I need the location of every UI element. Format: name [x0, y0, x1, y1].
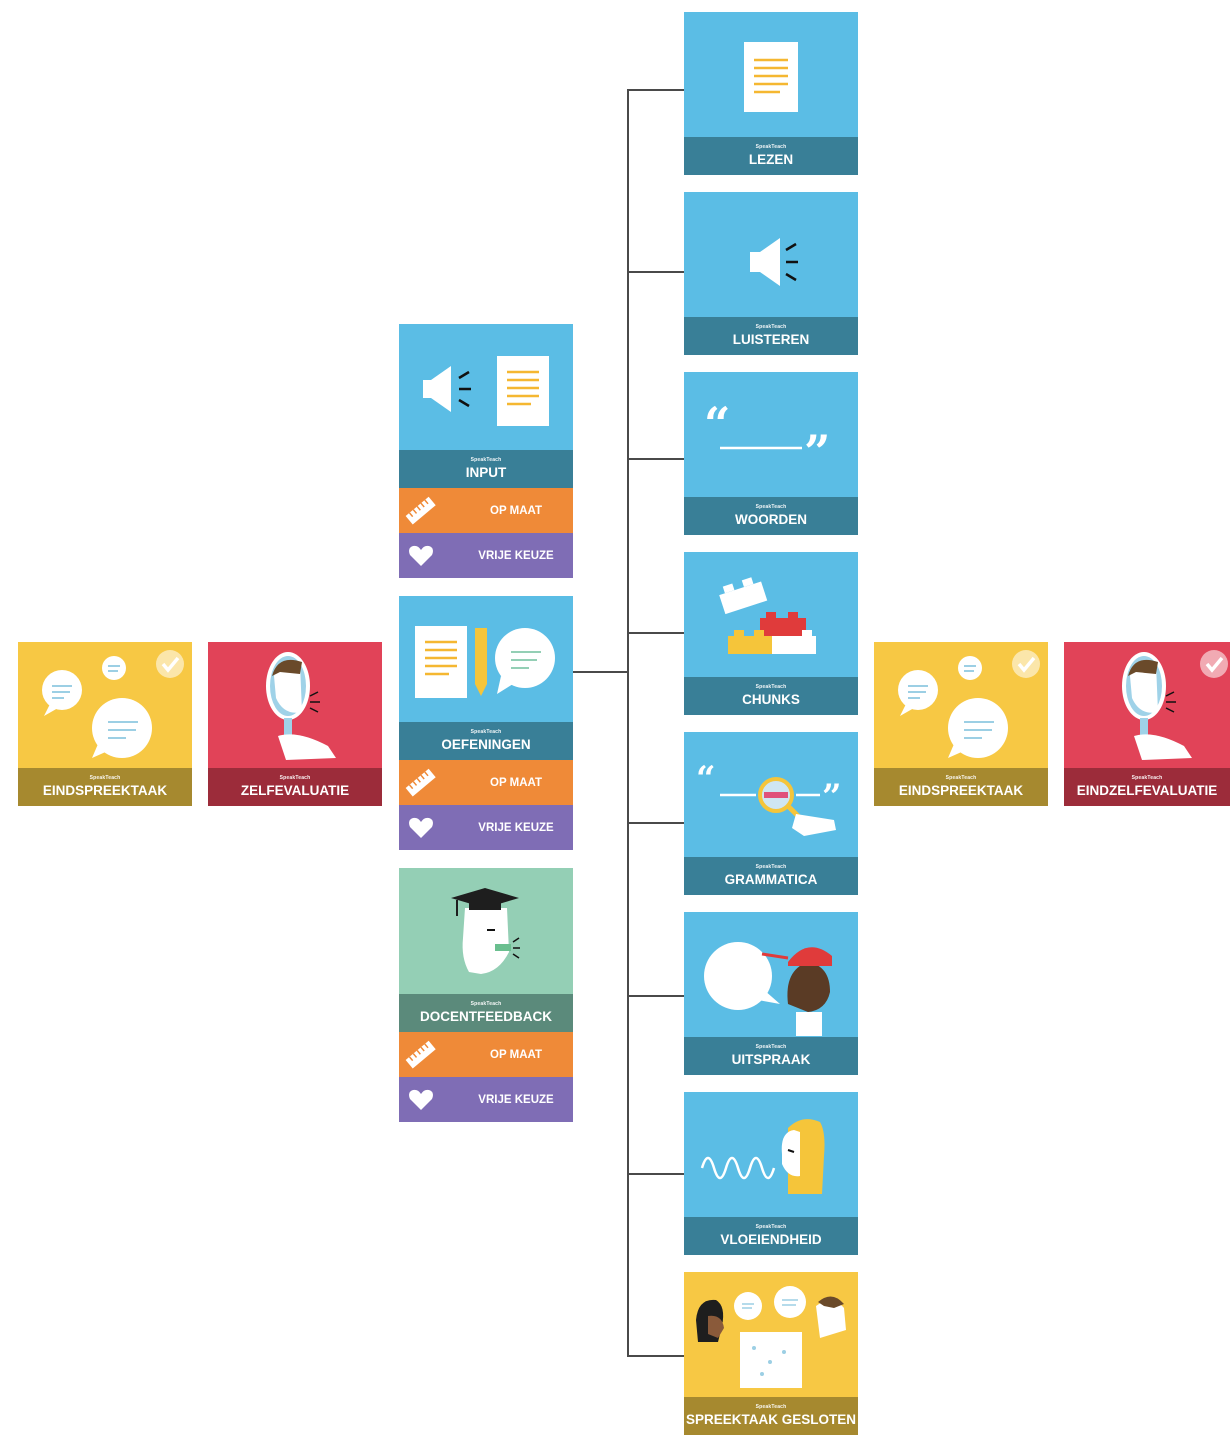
tile-grammatica[interactable]: “ ” SpeakTeach GRAMMATICA — [684, 732, 858, 895]
heart-icon — [409, 545, 433, 566]
tile-label: EINDSPREEKTAAK — [42, 783, 168, 798]
tile-label: INPUT — [465, 465, 507, 480]
speaker-document-icon — [423, 356, 549, 426]
tile-label: ZELFEVALUATIE — [240, 783, 350, 798]
connector-lezen — [627, 89, 684, 91]
speaker-icon — [750, 238, 798, 286]
brand-label: SpeakTeach — [755, 504, 787, 510]
tile-lezen[interactable]: SpeakTeach LEZEN — [684, 12, 858, 175]
option-label: OP MAAT — [490, 504, 542, 517]
check-icon — [1205, 656, 1224, 673]
option-label: VRIJE KEUZE — [478, 821, 554, 834]
connector-spreektaak — [627, 1355, 684, 1357]
connector-luisteren — [627, 271, 684, 273]
tile-label: VLOEIENDHEID — [720, 1232, 822, 1247]
brand-label: SpeakTeach — [755, 324, 787, 330]
magnifier-icon: “ ” — [696, 759, 842, 836]
brand-label: SpeakTeach — [945, 775, 977, 781]
heart-icon — [409, 1089, 433, 1110]
option-label: OP MAAT — [490, 1048, 542, 1061]
tile-label: DOCENTFEEDBACK — [419, 1009, 552, 1024]
mirror-icon — [266, 652, 336, 760]
tile-label: EINDZELFEVALUATIE — [1076, 783, 1218, 798]
tile-label: LEZEN — [748, 152, 794, 167]
ruler-icon — [405, 496, 436, 524]
brand-label: SpeakTeach — [89, 775, 121, 781]
document-icon — [744, 42, 798, 112]
brand-label: SpeakTeach — [279, 775, 311, 781]
brand-label: SpeakTeach — [755, 144, 787, 150]
tile-label: EINDSPREEKTAAK — [898, 783, 1024, 798]
connector-vloeiendheid — [627, 1173, 684, 1175]
tile-eindspreektaak-left[interactable]: SpeakTeach EINDSPREEKTAAK — [18, 642, 192, 806]
brand-label: SpeakTeach — [470, 457, 502, 463]
tile-label: WOORDEN — [735, 512, 807, 527]
tile-eindspreektaak-right[interactable]: SpeakTeach EINDSPREEKTAAK — [874, 642, 1048, 806]
wave-icon — [700, 1119, 825, 1194]
svg-text:“: “ — [696, 759, 716, 799]
option-op-maat[interactable]: OP MAAT — [399, 1032, 573, 1077]
tile-label: SPREEKTAAK GESLOTEN — [685, 1412, 856, 1427]
option-label: VRIJE KEUZE — [478, 1093, 554, 1106]
brand-label: SpeakTeach — [470, 729, 502, 735]
tile-zelfevaluatie[interactable]: SpeakTeach ZELFEVALUATIE — [208, 642, 382, 806]
tile-eindzelfevaluatie[interactable]: SpeakTeach EINDZELFEVALUATIE — [1064, 642, 1230, 806]
tile-label: UITSPRAAK — [731, 1052, 811, 1067]
speaking-person-icon — [704, 942, 832, 1036]
exercise-icon — [415, 626, 555, 698]
speech-bubbles-icon — [898, 650, 1040, 758]
tile-label: GRAMMATICA — [724, 872, 818, 887]
tile-chunks[interactable]: SpeakTeach CHUNKS — [684, 552, 858, 715]
teacher-icon — [451, 888, 520, 974]
tile-vloeiendheid[interactable]: SpeakTeach VLOEIENDHEID — [684, 1092, 858, 1255]
brand-label: SpeakTeach — [755, 864, 787, 870]
tile-oefeningen[interactable]: SpeakTeach OEFENINGEN OP MAAT VRIJE KEUZ… — [399, 596, 573, 850]
option-vrije-keuze[interactable]: VRIJE KEUZE — [399, 533, 573, 578]
connector-main — [573, 671, 628, 673]
option-vrije-keuze[interactable]: VRIJE KEUZE — [399, 805, 573, 850]
conversation-icon — [696, 1286, 846, 1388]
option-op-maat[interactable]: OP MAAT — [399, 488, 573, 533]
connector-chunks — [627, 632, 684, 634]
tile-spreektaak-gesloten[interactable]: SpeakTeach SPREEKTAAK GESLOTEN — [684, 1272, 858, 1435]
option-label: VRIJE KEUZE — [478, 549, 554, 562]
heart-icon — [409, 817, 433, 838]
tile-luisteren[interactable]: SpeakTeach LUISTEREN — [684, 192, 858, 355]
speech-bubbles-icon — [42, 650, 184, 758]
ruler-icon — [405, 768, 436, 796]
tile-label: OEFENINGEN — [441, 737, 531, 752]
brand-label: SpeakTeach — [755, 1404, 787, 1410]
brand-label: SpeakTeach — [755, 1044, 787, 1050]
option-vrije-keuze[interactable]: VRIJE KEUZE — [399, 1077, 573, 1122]
ruler-icon — [405, 1040, 436, 1068]
check-icon — [1017, 656, 1036, 673]
mirror-icon — [1122, 650, 1228, 760]
brand-label: SpeakTeach — [755, 1224, 787, 1230]
brand-label: SpeakTeach — [755, 684, 787, 690]
brand-label: SpeakTeach — [470, 1001, 502, 1007]
tile-input[interactable]: SpeakTeach INPUT OP MAAT VRIJE KEUZE — [399, 324, 573, 578]
tile-label: LUISTEREN — [732, 332, 810, 347]
connector-trunk — [627, 89, 629, 1357]
quote-icon: “ ” — [704, 397, 830, 479]
tile-uitspraak[interactable]: SpeakTeach UITSPRAAK — [684, 912, 858, 1075]
tile-docentfeedback[interactable]: SpeakTeach DOCENTFEEDBACK OP MAAT VRIJE … — [399, 868, 573, 1122]
check-icon — [161, 656, 180, 673]
connector-uitspraak — [627, 995, 684, 997]
connector-woorden — [627, 458, 684, 460]
option-label: OP MAAT — [490, 776, 542, 789]
option-op-maat[interactable]: OP MAAT — [399, 760, 573, 805]
connector-grammatica — [627, 822, 684, 824]
svg-text:”: ” — [804, 425, 830, 479]
svg-text:”: ” — [822, 777, 842, 817]
tile-label: CHUNKS — [742, 692, 800, 707]
svg-text:“: “ — [704, 397, 730, 451]
blocks-icon — [719, 577, 816, 654]
brand-label: SpeakTeach — [1131, 775, 1163, 781]
tile-woorden[interactable]: “ ” SpeakTeach WOORDEN — [684, 372, 858, 535]
